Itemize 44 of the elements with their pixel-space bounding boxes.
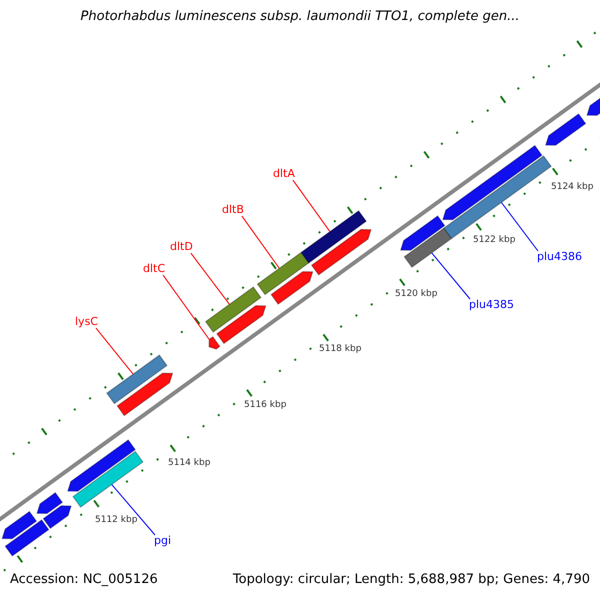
gene-label: dltA [273,168,295,180]
leader-line [292,180,330,232]
title: Photorhabdus luminescens subsp. laumondii TTO1, complete gen... [80,10,520,24]
gene-feature [545,113,586,146]
gene-feature [36,492,64,514]
scale-label: 5122 kbp [473,236,516,246]
gene-label: lysC [75,316,98,328]
gene-label: dltC [143,263,166,276]
info-text: Accession: NC_005126 [10,573,158,588]
gene-bar [256,252,310,296]
gene-bar [4,519,50,557]
scale-label: 5124 kbp [551,183,594,193]
scale-label: 5116 kbp [244,401,286,411]
gene-bar [300,210,367,264]
gene-feature [400,215,446,251]
leader-line [500,202,538,252]
scale-label: 5114 kbp [168,459,210,469]
gene-feature [1,510,38,540]
gene-feature [270,271,314,305]
gene-bar [106,354,168,404]
leader-line [162,274,210,340]
gene-feature [442,144,543,220]
gene-feature [116,372,174,416]
gene-label: dltB [222,204,244,216]
scale-label: 5112 kbp [95,516,138,526]
scale-label: 5118 kbp [319,345,362,355]
scale-label: 5120 kbp [395,290,438,300]
gene-label: plu4386 [537,251,582,264]
gene-bar [404,227,452,268]
info-text: Topology: circular; Length: 5,688,987 bp; Genes: 4,790 [232,573,590,588]
gene-feature [42,505,72,530]
gene-label: plu4385 [469,299,514,312]
gene-label: pgi [154,535,172,548]
gene-feature [208,336,221,350]
gene-bar [204,286,262,333]
gene-feature [310,228,372,276]
leader-line [431,252,470,300]
gene-feature [67,439,136,492]
leader-line [111,484,156,536]
leader-line [241,216,280,269]
leader-line [190,252,230,305]
gene-label: dltD [170,241,193,254]
gene-bar [72,450,144,508]
gene-feature [216,305,266,344]
